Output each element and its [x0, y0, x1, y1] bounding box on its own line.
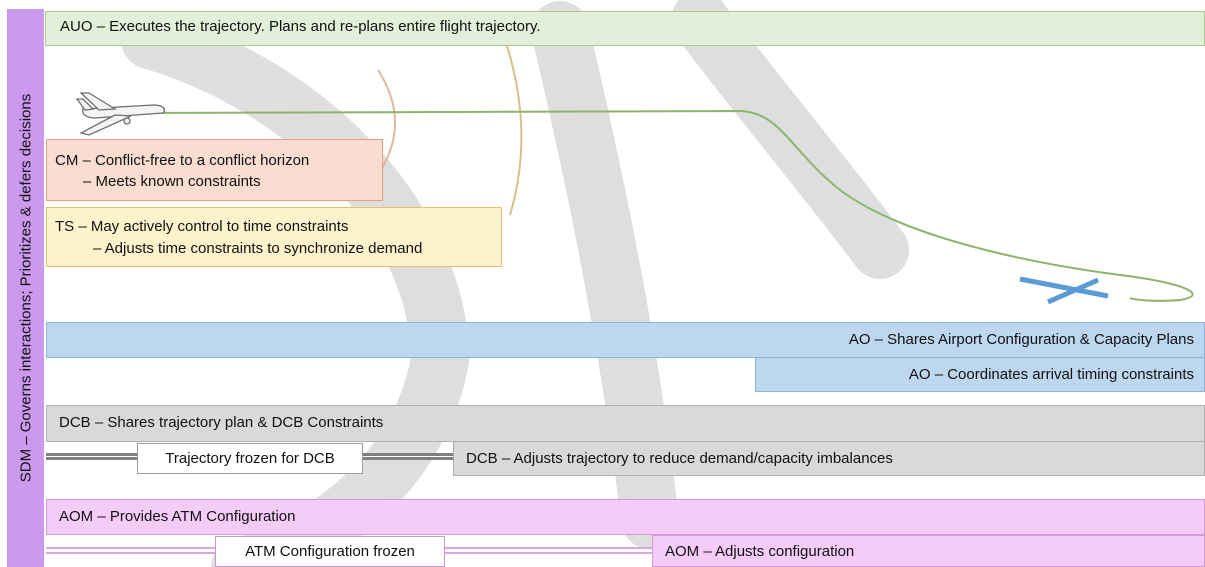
- dcb-band-1: DCB – Shares trajectory plan & DCB Const…: [46, 405, 1205, 442]
- aom-label-2: AOM – Adjusts configuration: [665, 543, 855, 560]
- auo-label: AUO – Executes the trajectory. Plans and…: [60, 18, 541, 35]
- ts-line-1: TS – May actively control to time constr…: [55, 218, 349, 235]
- ao-band-1: AO – Shares Airport Configuration & Capa…: [46, 322, 1205, 358]
- ts-line-2: – Adjusts time constraints to synchroniz…: [93, 240, 423, 257]
- dcb-band-2: DCB – Adjusts trajectory to reduce deman…: [453, 441, 1205, 476]
- dcb-frozen-box: Trajectory frozen for DCB: [137, 443, 363, 474]
- dcb-label-2: DCB – Adjusts trajectory to reduce deman…: [466, 450, 893, 467]
- auo-band: AUO – Executes the trajectory. Plans and…: [45, 11, 1205, 46]
- ao-label-2: AO – Coordinates arrival timing constrai…: [908, 366, 1194, 383]
- aom-frozen-line-right: [444, 547, 653, 554]
- aom-label-1: AOM – Provides ATM Configuration: [59, 508, 296, 525]
- trajectory-line: [139, 109, 1194, 302]
- cm-box: CM – Conflict-free to a conflict horizon…: [46, 139, 383, 201]
- ao-label-1: AO – Shares Airport Configuration & Capa…: [848, 331, 1194, 348]
- dcb-frozen-label: Trajectory frozen for DCB: [165, 450, 335, 467]
- atm-frozen-label: ATM Configuration frozen: [245, 543, 415, 560]
- aom-frozen-line-left: [46, 547, 216, 554]
- sdm-label: SDM – Governs interactions; Prioritizes …: [17, 93, 34, 483]
- aom-band-1: AOM – Provides ATM Configuration: [46, 499, 1205, 535]
- horizon-arc-ts: [504, 39, 523, 216]
- ao-band-2: AO – Coordinates arrival timing constrai…: [755, 357, 1205, 392]
- draft-watermark: [121, 0, 909, 567]
- cm-line-2: – Meets known constraints: [83, 173, 261, 190]
- cm-line-1: CM – Conflict-free to a conflict horizon: [55, 152, 310, 169]
- aom-band-2: AOM – Adjusts configuration: [652, 535, 1205, 567]
- horizon-arc-cm: [377, 69, 397, 169]
- ts-box: TS – May actively control to time constr…: [46, 207, 502, 267]
- dcb-label-1: DCB – Shares trajectory plan & DCB Const…: [59, 414, 384, 431]
- airplane-icon: [75, 92, 166, 136]
- dcb-frozen-line-left: [46, 453, 138, 460]
- atm-frozen-box: ATM Configuration frozen: [215, 536, 445, 567]
- sdm-sidebar: SDM – Governs interactions; Prioritizes …: [7, 9, 44, 567]
- dcb-frozen-line-right: [362, 453, 454, 460]
- runway-icon: [1019, 276, 1109, 305]
